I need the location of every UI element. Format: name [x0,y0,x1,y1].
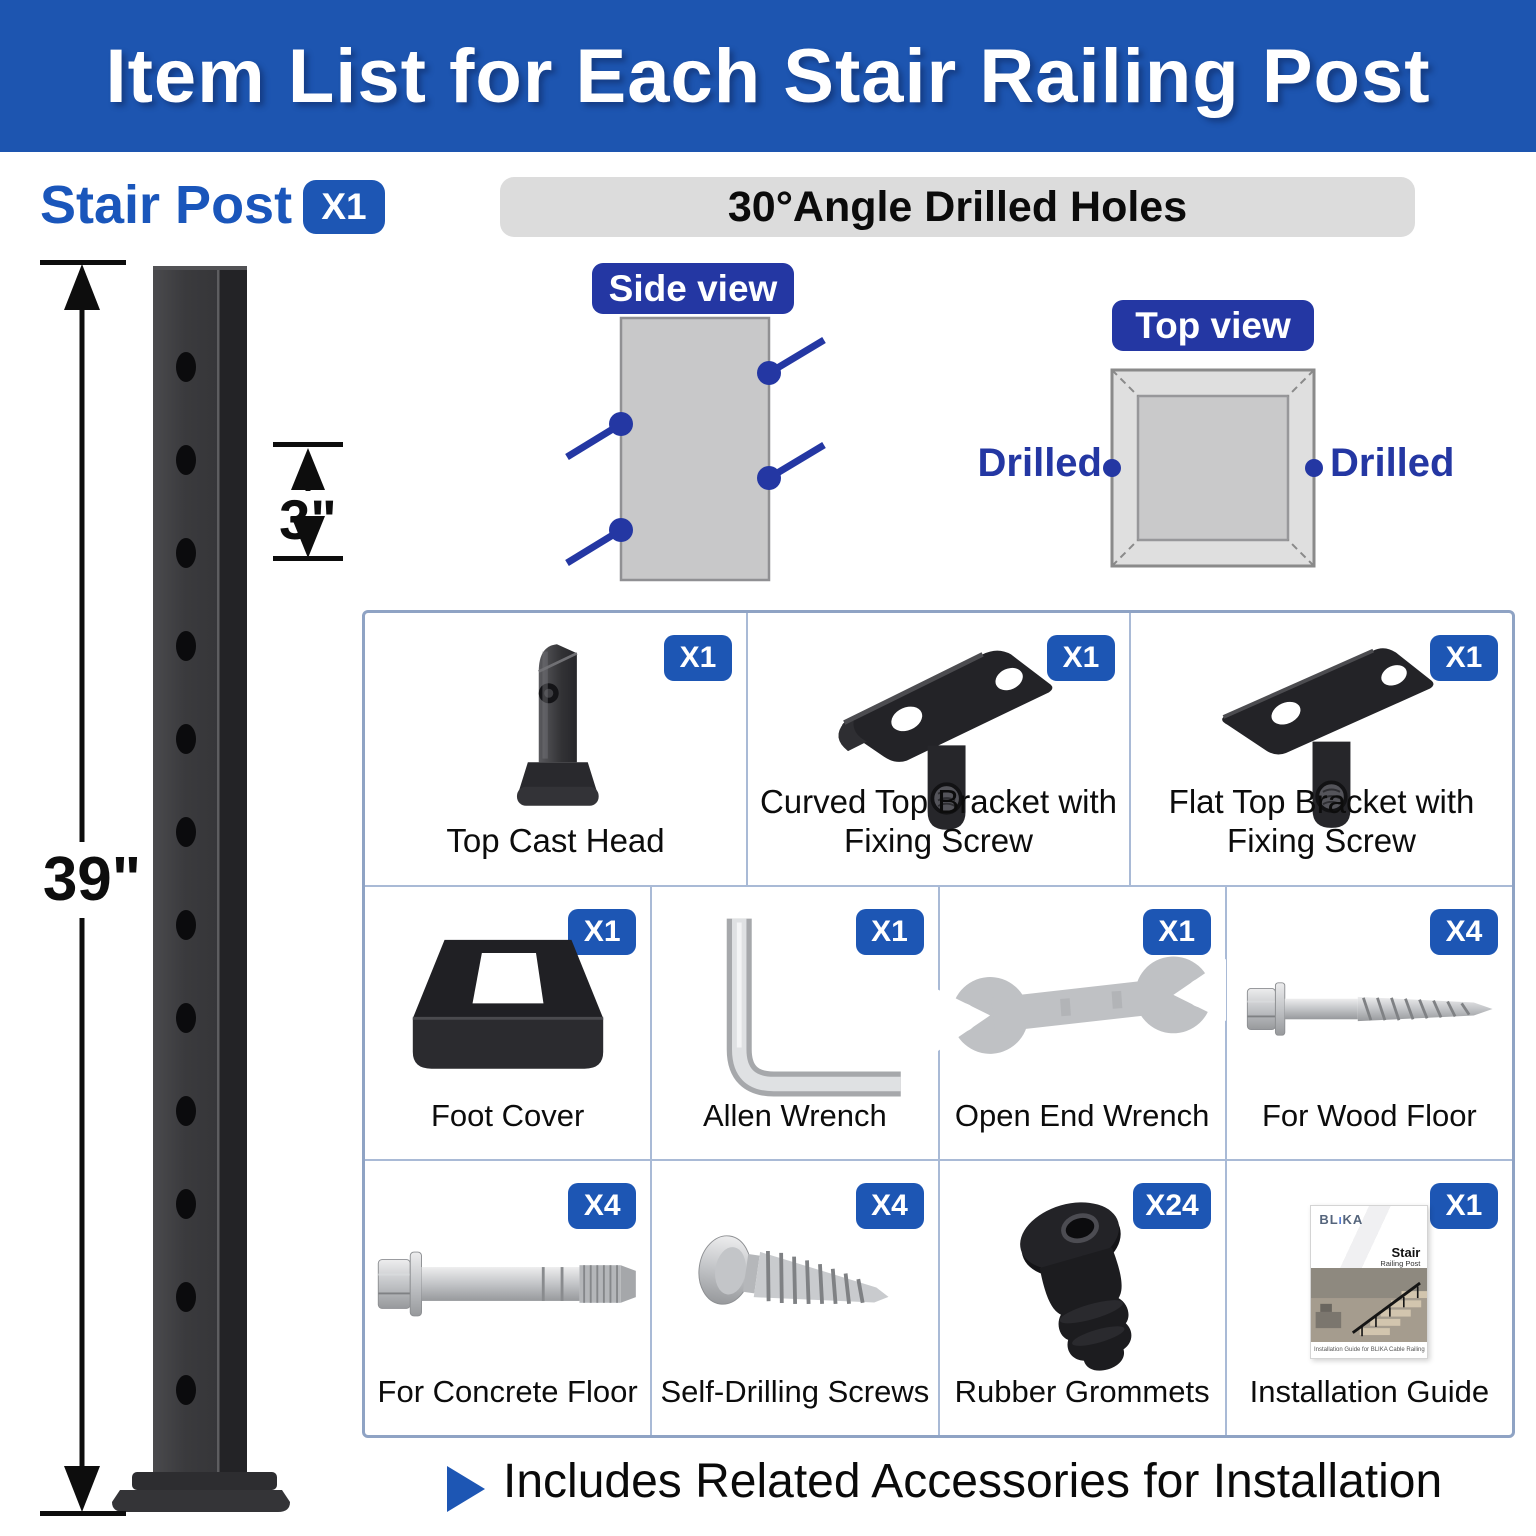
qty-badge: X1 [664,635,732,681]
item-cell-curved-top-bracket: X1 Curved Top Bracket with Fixing Screw [748,613,1131,885]
top-view-badge: Top view [1112,300,1314,351]
installation-guide-booklet: BLIKA Stair Railing Post [1310,1204,1429,1359]
qty-badge: X1 [1430,635,1498,681]
stair-post-label: Stair Post [40,175,293,235]
item-label: Foot Cover [430,1098,585,1134]
page-title: Item List for Each Stair Railing Post [105,33,1431,119]
booklet-subtitle: Railing Post [1380,1258,1421,1268]
footer-note: Includes Related Accessories for Install… [503,1455,1443,1508]
qty-badge: X1 [1430,1183,1498,1229]
booklet-brand-logo: BLIKA [1319,1211,1364,1227]
item-cell-flat-top-bracket: X1 Flat Top Bracket with Fixing Screw [1131,613,1512,885]
top-cast-head-icon [516,644,599,807]
item-label: Open End Wrench [954,1098,1210,1134]
qty-badge: X1 [855,909,924,955]
post-base-step [132,1472,277,1490]
item-grid: X1 Top Cast Head X1 [362,610,1515,1438]
item-cell-wood-floor-screw: X4 [1227,887,1512,1159]
item-label: Flat Top Bracket with Fixing Screw [1168,783,1475,860]
post-base-plate [112,1490,290,1512]
stair-post-body [112,266,290,1512]
item-label: Rubber Grommets [954,1374,1210,1410]
booklet-caption: Installation Guide for BLIKA Cable Raili… [1311,1341,1428,1358]
flat-top-bracket-icon [1221,648,1433,829]
rubber-grommet-icon [1020,1202,1132,1371]
item-label: Allen Wrench [702,1098,887,1134]
curved-top-bracket-icon [837,651,1052,831]
drilled-holes-title: 30°Angle Drilled Holes [727,182,1188,231]
self-drilling-screw-icon [698,1235,889,1305]
open-end-wrench-icon [938,956,1227,1055]
item-cell-concrete-floor-anchor: X4 For Concret [365,1161,653,1435]
side-view-diagram [565,316,826,582]
booklet-cover-pattern [1311,1205,1428,1268]
bevel-corner-lines [1111,369,1315,567]
hole-spacing-dimension: 3" [273,442,343,561]
drilled-label-right: Drilled [1330,441,1455,485]
height-dimension-value: 39" [43,845,141,914]
grid-row-2: X1 Foot Cover X1 Allen Wrench [365,887,1512,1161]
arrow-right-icon [447,1466,485,1512]
booklet-stair-photo [1311,1267,1428,1342]
drilled-holes-banner: 30°Angle Drilled Holes [500,177,1415,237]
stair-post-illustration: 39" 3" [40,260,343,1516]
item-cell-open-end-wrench: X1 Open End Wrench [938,887,1227,1159]
concrete-anchor-icon [377,1251,636,1317]
grid-row-1: X1 Top Cast Head X1 [365,613,1512,887]
header-banner: Item List for Each Stair Railing Post [0,0,1536,152]
item-label: For Concrete Floor [377,1374,638,1410]
qty-badge: X1 [1142,909,1211,955]
booklet-title: Stair [1391,1244,1421,1260]
grid-row-3: X4 For Concret [365,1161,1512,1435]
qty-badge: X1 [568,909,637,955]
qty-badge: X4 [568,1183,637,1229]
allen-wrench-icon [726,919,901,1097]
foot-cover-icon [412,940,603,1070]
side-view-badge: Side view [592,263,794,314]
item-cell-top-cast-head: X1 Top Cast Head [365,613,748,885]
item-label: Curved Top Bracket with Fixing Screw [759,783,1118,860]
qty-badge: X4 [1430,909,1498,955]
item-label: For Wood Floor [1261,1098,1477,1134]
drilled-label-left: Drilled [977,441,1102,485]
drilled-side-dots [1103,459,1323,477]
item-label: Top Cast Head [446,822,665,860]
item-label: Self-Drilling Screws [660,1374,930,1410]
item-label: Installation Guide [1249,1374,1490,1410]
top-view-diagram [1103,368,1323,568]
post-cable-holes [176,352,196,1405]
item-cell-foot-cover: X1 Foot Cover [365,887,653,1159]
item-cell-self-drilling-screws: X4 Self-Drilli [652,1161,940,1435]
drill-point-dots [609,361,781,542]
wood-floor-lag-screw-icon [1247,982,1493,1037]
qty-badge: X4 [855,1183,924,1229]
item-cell-rubber-grommets: X24 Rubber Grommets [940,1161,1227,1435]
booklet-title-block: Stair Railing Post [1380,1246,1420,1269]
stair-post-qty-badge: X1 [303,180,385,234]
item-cell-allen-wrench: X1 Allen Wrench [652,887,940,1159]
height-dimension: 39" [40,260,141,1516]
qty-badge: X24 [1133,1183,1211,1229]
item-cell-installation-guide: X1 BLIKA Stair Railing Post [1227,1161,1512,1435]
qty-badge: X1 [1047,635,1115,681]
